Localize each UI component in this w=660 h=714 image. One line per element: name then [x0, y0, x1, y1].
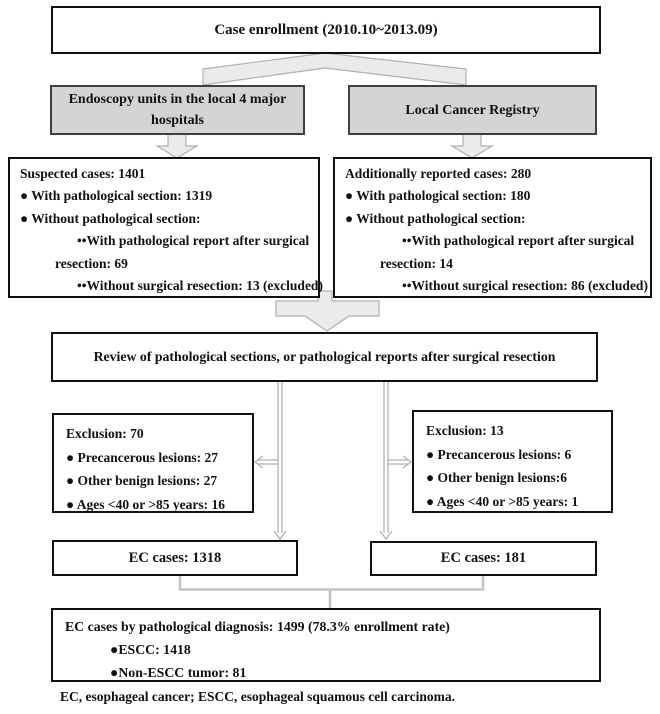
split-arrow: [202, 52, 467, 86]
connector-left-branch: [253, 455, 278, 469]
additional-line: ● Without pathological section:: [345, 210, 526, 226]
box-endoscopy-units: Endoscopy units in the local 4 major hos…: [50, 85, 305, 135]
additional-line: Additionally reported cases: 280: [345, 166, 532, 181]
final-line: EC cases by pathological diagnosis: 1499…: [65, 619, 450, 634]
ec-cases-left-label: EC cases: 1318: [128, 549, 222, 566]
suspected-line: ••Without surgical resection: 13 (exclud…: [77, 278, 323, 294]
exclusion-right-line: ● Ages <40 or >85 years: 1: [426, 493, 579, 509]
final-line: ●Non-ESCC tumor: 81: [110, 665, 247, 680]
connector-right-branch: [388, 455, 413, 469]
box-exclusion-right: Exclusion: 13 ● Precancerous lesions: 6 …: [412, 410, 613, 513]
final-line: ●ESCC: 1418: [110, 642, 191, 657]
suspected-line: Suspected cases: 1401: [20, 166, 146, 181]
box-ec-cases-right: EC cases: 181: [370, 541, 597, 576]
connector-left-vertical: [273, 382, 287, 541]
abbreviation-caption: EC, esophageal cancer; ESCC, esophageal …: [60, 689, 455, 704]
additional-line: ● With pathological section: 180: [345, 188, 531, 204]
cancer-registry-label: Local Cancer Registry: [405, 102, 540, 118]
box-exclusion-left: Exclusion: 70 ● Precancerous lesions: 27…: [52, 413, 254, 513]
box-ec-cases-left: EC cases: 1318: [52, 540, 298, 576]
box-review: Review of pathological sections, or path…: [51, 332, 598, 382]
additional-line: ••With pathological report after surgica…: [402, 233, 635, 249]
down-block-arrow-left: [154, 133, 200, 159]
ec-cases-right-label: EC cases: 181: [440, 550, 527, 566]
exclusion-left-line: ● Precancerous lesions: 27: [66, 449, 219, 465]
box-additional-cases: Additionally reported cases: 280 ● With …: [333, 157, 652, 298]
endoscopy-units-label: Endoscopy units in the local 4 major hos…: [68, 92, 287, 128]
case-enrollment-title: Case enrollment (2010.10~2013.09): [214, 21, 438, 38]
exclusion-left-line: ● Other benign lesions: 27: [66, 473, 218, 488]
exclusion-left-line: Exclusion: 70: [66, 426, 144, 441]
additional-line: resection: 14: [380, 255, 453, 271]
suspected-line: ••With pathological report after surgica…: [77, 233, 310, 249]
connector-right-vertical: [379, 382, 393, 541]
additional-line: ••Without surgical resection: 86 (exclud…: [402, 278, 648, 294]
suspected-line: resection: 69: [55, 255, 128, 271]
box-final-diagnosis: EC cases by pathological diagnosis: 1499…: [51, 608, 601, 682]
exclusion-right-line: Exclusion: 13: [426, 423, 504, 438]
box-cancer-registry: Local Cancer Registry: [348, 85, 597, 135]
suspected-line: ● Without pathological section:: [20, 210, 201, 226]
box-suspected-cases: Suspected cases: 1401 ● With pathologica…: [8, 157, 323, 298]
exclusion-right-line: ● Other benign lesions:6: [426, 470, 568, 485]
exclusion-right-line: ● Precancerous lesions: 6: [426, 446, 572, 462]
exclusion-left-line: ● Ages <40 or >85 years: 16: [66, 496, 226, 512]
suspected-line: ● With pathological section: 1319: [20, 188, 213, 204]
down-block-arrow-right: [449, 133, 495, 159]
box-case-enrollment: Case enrollment (2010.10~2013.09): [51, 6, 601, 54]
connector-ec-to-final: [178, 576, 485, 608]
review-label: Review of pathological sections, or path…: [93, 349, 556, 364]
